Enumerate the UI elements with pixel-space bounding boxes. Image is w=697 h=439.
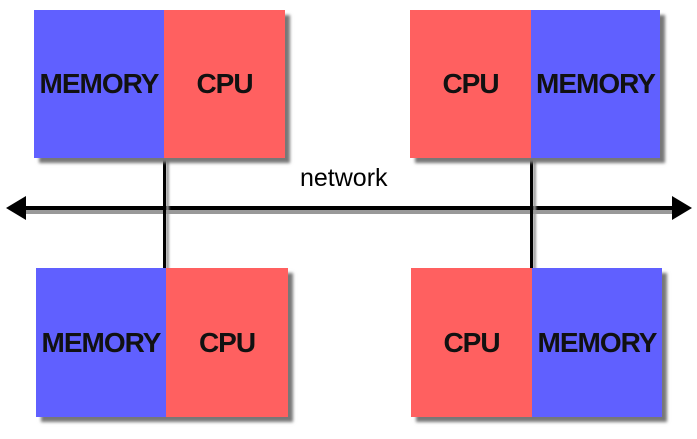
memory-block: MEMORY	[532, 268, 662, 417]
network-label: network	[300, 164, 388, 192]
memory-block: MEMORY	[36, 268, 166, 417]
connector-top-right	[530, 158, 533, 268]
node-bottom-left: MEMORY CPU	[36, 268, 288, 417]
cpu-block: CPU	[164, 10, 285, 158]
cpu-block: CPU	[166, 268, 288, 417]
memory-block: MEMORY	[34, 10, 164, 158]
node-top-right: CPU MEMORY	[410, 10, 660, 158]
memory-block: MEMORY	[531, 10, 660, 158]
node-top-left: MEMORY CPU	[34, 10, 285, 158]
cpu-block: CPU	[411, 268, 532, 417]
cpu-block: CPU	[410, 10, 531, 158]
arrow-left-icon	[6, 196, 26, 220]
arrow-right-icon	[672, 196, 692, 220]
connector-top-left	[163, 158, 166, 268]
node-bottom-right: CPU MEMORY	[411, 268, 662, 417]
